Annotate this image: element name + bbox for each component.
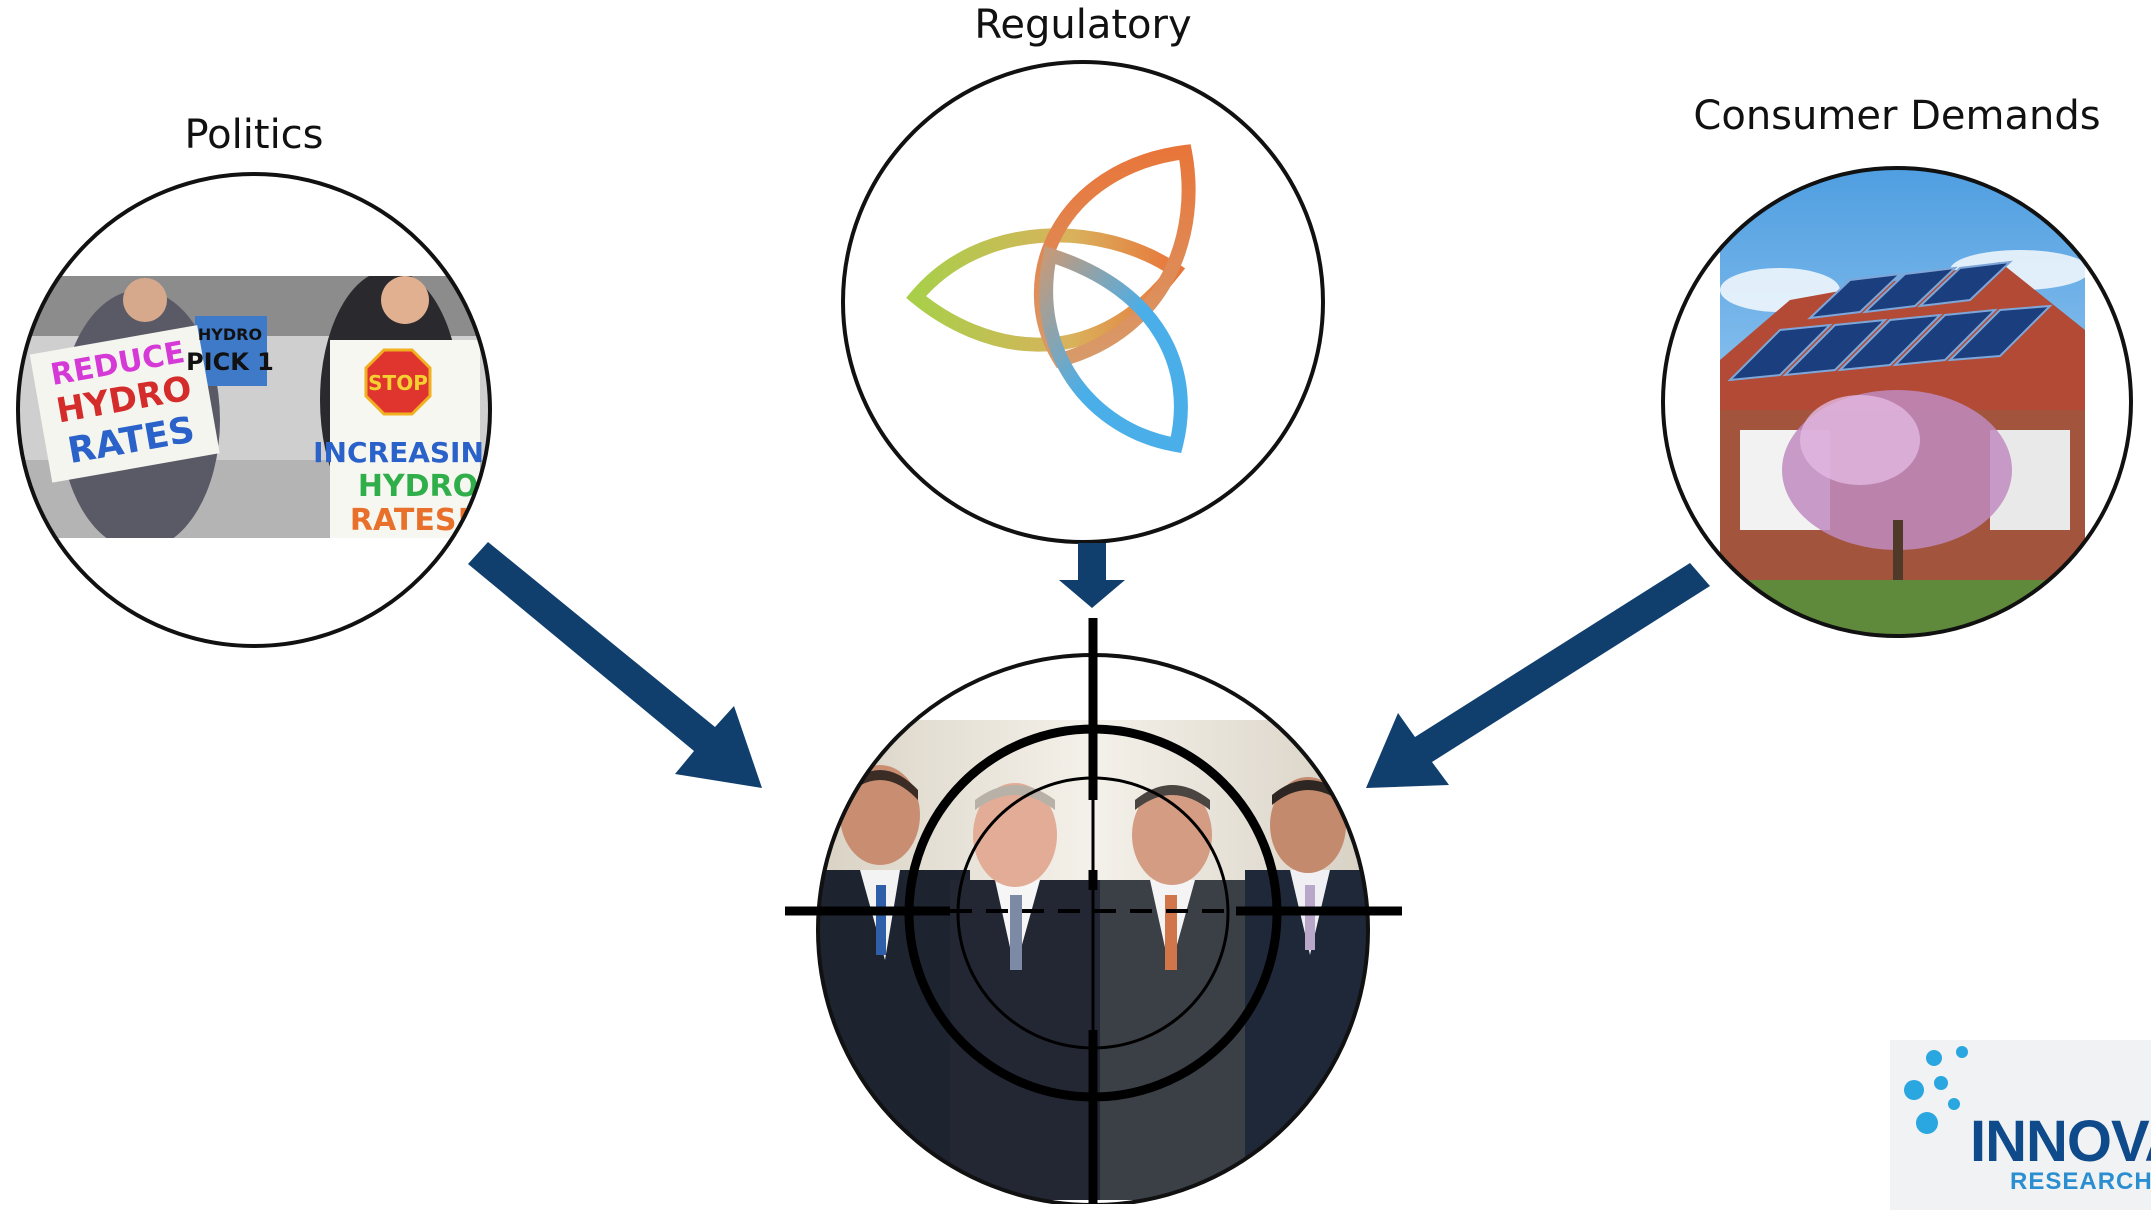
svg-text:STOP: STOP: [368, 371, 428, 395]
logo-dot: [1916, 1112, 1938, 1134]
logo-dot: [1926, 1050, 1942, 1066]
regulatory-circle: [841, 60, 1325, 544]
consumer-demands-label: Consumer Demands: [1693, 93, 2101, 139]
logo-dot: [1956, 1046, 1968, 1058]
executive-3: [1100, 785, 1265, 1200]
regulatory-label: Regulatory: [974, 2, 1192, 48]
svg-text:PICK 1: PICK 1: [186, 348, 274, 376]
svg-text:RATES!: RATES!: [350, 503, 470, 538]
logo-subtitle: RESEARCH: [2010, 1168, 2151, 1195]
logo-wordmark: INNOVA: [1970, 1109, 2151, 1174]
svg-text:INCREASING: INCREASING: [313, 436, 507, 469]
arrow-politics-to-target: [468, 542, 762, 788]
logo-dot: [1934, 1076, 1948, 1090]
consumer-circle: [1661, 166, 2133, 638]
innova-research-logo: INNOVA RESEARCH: [1890, 1040, 2151, 1210]
arrow-consumer-to-target: [1366, 563, 1710, 788]
svg-text:HYDRO: HYDRO: [358, 469, 478, 504]
protest-photo: REDUCE HYDRO RATES STOP INCREASING HYDRO…: [18, 174, 507, 646]
svg-text:HYDRO: HYDRO: [198, 325, 262, 344]
politics-circle: REDUCE HYDRO RATES STOP INCREASING HYDRO…: [16, 172, 507, 648]
target-circle: [785, 618, 1402, 1204]
executives-in-crosshairs-photo: [818, 700, 1368, 1200]
logo-dot: [1904, 1080, 1924, 1100]
arrow-regulatory-to-target: [1059, 543, 1125, 608]
politics-label: Politics: [184, 112, 324, 158]
solar-house-photo: [1680, 168, 2131, 636]
crosshair: [785, 618, 1402, 1204]
logo-dot: [1948, 1098, 1960, 1110]
regulatory-leaf-logo-icon: [906, 144, 1196, 454]
